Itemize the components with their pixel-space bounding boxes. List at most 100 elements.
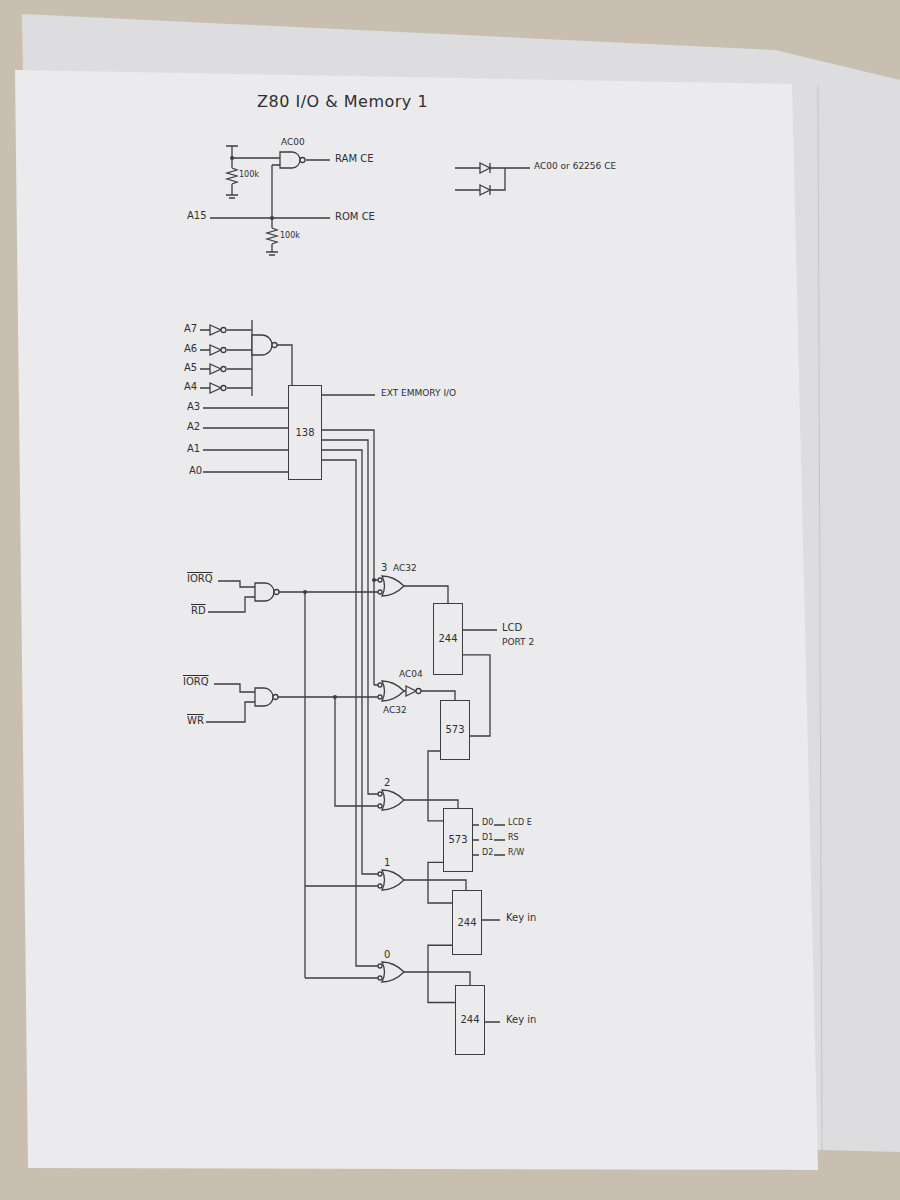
junction-dot	[333, 695, 337, 699]
logic-gate	[210, 325, 221, 335]
signal-label: IORQ	[182, 676, 210, 688]
diode-symbol	[480, 185, 490, 195]
signal-label: D2	[481, 848, 494, 857]
signal-label: AC00	[280, 137, 306, 147]
signal-label: LCD E	[507, 818, 533, 827]
logic-gate	[252, 335, 272, 355]
signal-label: AC00 or 62256 CE	[533, 161, 617, 171]
signal-label: A0	[188, 465, 203, 477]
signal-label: AC04	[398, 669, 424, 679]
ic-chip: 138	[288, 385, 322, 480]
logic-gate	[210, 345, 221, 355]
wire	[200, 320, 292, 472]
logic-gate	[378, 884, 382, 888]
logic-gate	[382, 870, 404, 890]
signal-label: A6	[183, 343, 198, 355]
logic-gate	[255, 688, 273, 706]
signal-label: RS	[507, 833, 520, 842]
logic-gate	[221, 367, 226, 372]
ic-chip: 244	[452, 890, 482, 955]
logic-gate	[378, 964, 382, 968]
logic-gate	[378, 804, 382, 808]
signal-label: A4	[183, 381, 198, 393]
paper-sheet	[15, 70, 818, 1170]
signal-label: AC32	[392, 563, 418, 573]
logic-gate	[378, 872, 382, 876]
signal-label: RAM CE	[334, 153, 375, 165]
paper-sheet	[818, 85, 822, 1150]
signal-label: ROM CE	[334, 211, 376, 223]
logic-gate	[221, 386, 226, 391]
logic-gate	[382, 962, 404, 982]
signal-label: RD	[190, 605, 207, 617]
diode-symbol	[480, 163, 490, 195]
signal-label: R/W	[507, 848, 525, 857]
wire	[210, 146, 330, 255]
junction-dot	[230, 156, 376, 699]
signal-label: 0	[383, 949, 391, 961]
logic-gate	[210, 364, 221, 374]
logic-gate	[382, 790, 404, 810]
signal-label: 1	[383, 857, 391, 869]
signal-label: A15	[186, 210, 208, 222]
logic-gate	[300, 158, 305, 163]
ic-chip: 573	[440, 700, 470, 760]
junction-dot	[303, 590, 307, 594]
wire	[206, 684, 378, 806]
logic-gate	[210, 383, 221, 393]
junction-dot	[270, 216, 274, 220]
logic-gate	[210, 152, 421, 982]
logic-gate	[378, 695, 382, 699]
logic-gate	[272, 343, 277, 348]
signal-label: Key in	[505, 912, 537, 924]
wire	[322, 395, 378, 966]
wire	[455, 163, 530, 195]
logic-gate	[273, 695, 278, 700]
ic-chip: 573	[443, 808, 473, 872]
logic-gate	[378, 590, 382, 594]
signal-label: D0	[481, 818, 494, 827]
diagram-title: Z80 I/O & Memory 1	[255, 92, 430, 111]
ic-chip: 244	[433, 603, 463, 675]
signal-label: LCD	[501, 622, 523, 634]
wire	[200, 146, 530, 1022]
chip-number: 244	[460, 1014, 479, 1026]
signal-label: 100k	[238, 170, 260, 179]
signal-label: A5	[183, 362, 198, 374]
chip-number: 138	[295, 427, 314, 439]
logic-gate	[378, 578, 382, 582]
signal-label: A3	[186, 401, 201, 413]
chip-number: 573	[445, 724, 464, 736]
logic-gate	[378, 976, 382, 980]
bus-wire	[428, 945, 455, 1002]
signal-label: A2	[186, 421, 201, 433]
logic-gate	[280, 152, 300, 168]
signal-label: PORT 2	[501, 637, 535, 647]
signal-label: D1	[481, 833, 494, 842]
logic-gate	[416, 689, 421, 694]
signal-label: IORQ	[186, 573, 214, 585]
signal-label: Key in	[505, 1014, 537, 1026]
chip-number: 573	[448, 834, 467, 846]
junction-dot	[230, 156, 234, 160]
signal-label: WR	[186, 715, 205, 727]
logic-gate	[221, 348, 226, 353]
logic-gate	[378, 792, 382, 796]
logic-gate	[221, 328, 226, 333]
diode-symbol	[480, 163, 490, 173]
junction-dot	[372, 578, 376, 582]
chip-number: 244	[438, 633, 457, 645]
signal-label: A1	[186, 443, 201, 455]
signal-label: 2	[383, 777, 391, 789]
logic-gate	[382, 576, 404, 596]
bus-wire	[428, 751, 443, 821]
signal-label: 3	[380, 562, 388, 574]
logic-gate	[255, 583, 274, 601]
logic-gate	[382, 681, 404, 701]
signal-label: 100k	[279, 231, 301, 240]
